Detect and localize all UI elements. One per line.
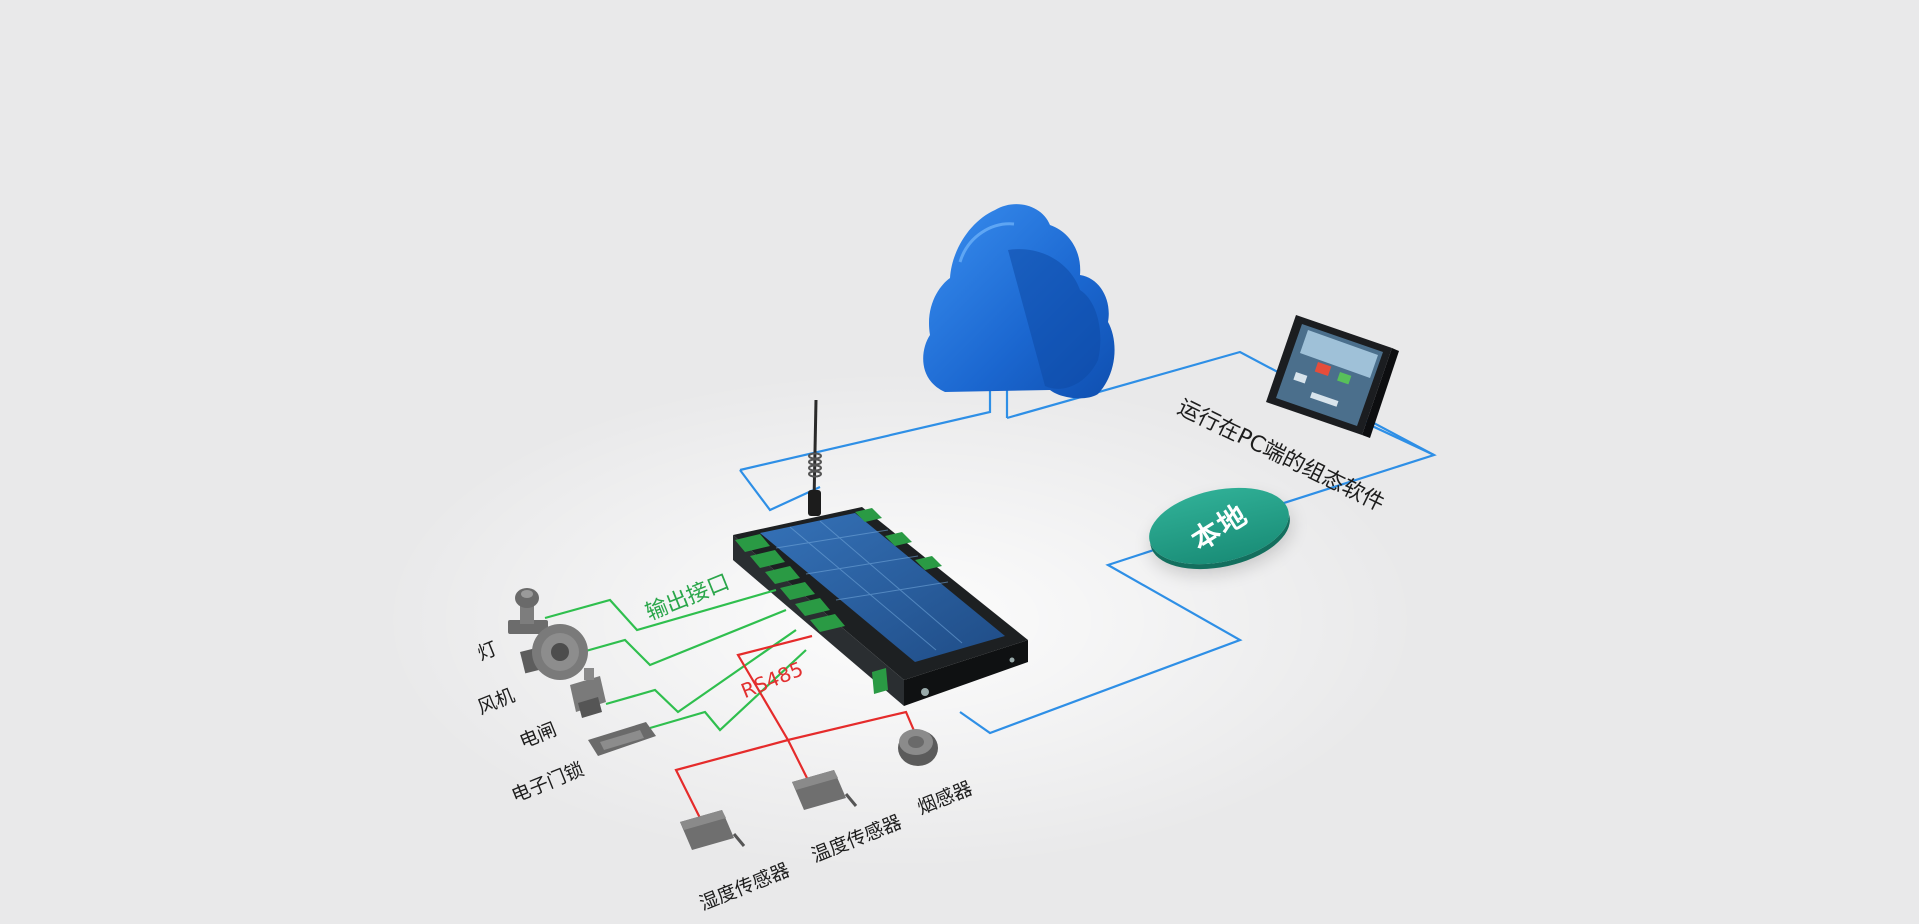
humidity-sensor-icon xyxy=(680,810,746,850)
rs485-lines xyxy=(674,634,920,819)
output-line-fan xyxy=(567,608,787,667)
cloud-icon xyxy=(923,204,1115,399)
output-lines xyxy=(544,588,807,732)
rs485-line-temperature xyxy=(787,739,809,781)
local-label: 本地 xyxy=(1185,497,1254,558)
output-line-light xyxy=(544,588,777,632)
antenna-icon xyxy=(808,399,822,516)
smoke-detector-icon xyxy=(898,729,938,766)
network-line-device-left xyxy=(739,469,821,512)
temperature-sensor-icon xyxy=(792,770,858,810)
breaker-icon xyxy=(570,668,606,718)
output-line-switch xyxy=(605,629,797,714)
network-line-local-device xyxy=(959,546,1243,735)
fan-icon xyxy=(520,624,588,680)
touchscreen-icon xyxy=(1266,315,1399,438)
output-line-door-lock xyxy=(649,649,807,732)
io-controller-device xyxy=(733,507,1028,706)
lamp-icon xyxy=(508,588,548,634)
rs485-line-humidity xyxy=(674,738,789,819)
door-lock-icon xyxy=(588,722,656,756)
